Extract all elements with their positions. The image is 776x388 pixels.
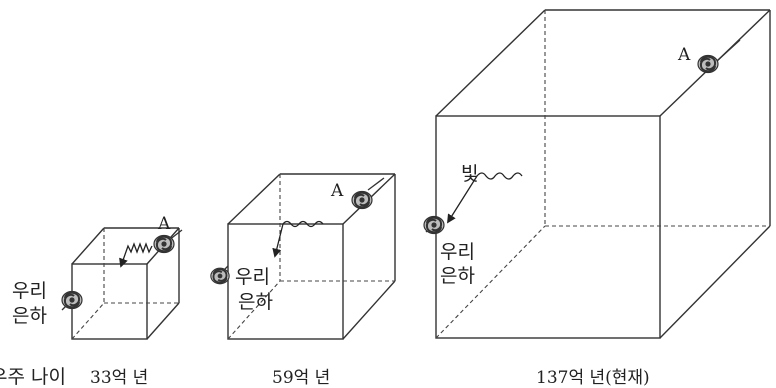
cube-59-age-label: 59억 년 — [272, 368, 330, 388]
cube-33-galaxy-a-label: A — [157, 214, 171, 234]
cube-33-light-wave-icon — [119, 242, 153, 268]
cube-137-ray-upper — [717, 39, 741, 61]
cube-137-our-galaxy-icon — [423, 215, 445, 235]
cube-33-our-galaxy-line2: 은하 — [12, 305, 47, 327]
cube-137-our-galaxy-line1: 우리 — [440, 241, 475, 263]
cube-137-light-wave-icon — [447, 172, 523, 224]
cube-137-our-galaxy-line2: 은하 — [440, 265, 475, 287]
cube-59: A 우리 은하 59억 년 — [209, 173, 396, 388]
cube-59-galaxy-a-label: A — [330, 181, 344, 201]
cube-59-our-galaxy-icon — [209, 267, 231, 285]
cube-137-galaxy-a-icon — [697, 54, 719, 74]
cube-59-light-wave-icon — [272, 220, 324, 258]
cube-137: A 우리 은하 빛 137억 년(현재) — [423, 9, 771, 388]
cube-33-galaxy-a-icon — [153, 234, 175, 254]
cube-137-age-label: 137억 년(현재) — [536, 368, 650, 388]
cube-137-galaxy-a-label: A — [677, 45, 691, 65]
cube-33: A 우리 은하 우주 나이 33억 년 — [0, 214, 183, 388]
cube-137-light-label: 빛 — [461, 163, 478, 185]
cube-59-galaxy-a-icon — [351, 190, 373, 210]
cube-33-age-label: 33억 년 — [90, 368, 148, 388]
cube-59-ray-upper — [367, 177, 385, 191]
cube-33-prefix-label: 우주 나이 — [0, 366, 66, 388]
cube-137-edges — [435, 9, 771, 339]
cube-33-edges — [71, 227, 180, 340]
cube-59-our-galaxy-line2: 은하 — [238, 291, 273, 313]
cube-59-edges — [227, 173, 396, 340]
cube-59-our-galaxy-line1: 우리 — [235, 266, 270, 288]
cube-33-our-galaxy-line1: 우리 — [12, 280, 47, 302]
cube-33-our-galaxy-icon — [61, 290, 83, 310]
